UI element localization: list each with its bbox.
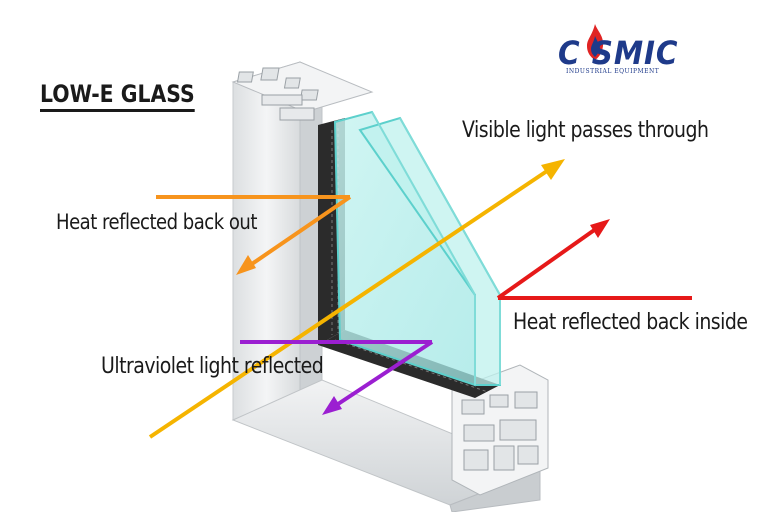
heat-out-label: Heat reflected back out: [56, 210, 257, 234]
uv-label: Ultraviolet light reflected: [101, 354, 324, 379]
flame-icon: [587, 24, 604, 60]
visible-light-arrow: [148, 159, 565, 439]
heat-out-arrow: [156, 195, 352, 275]
brand-logo: C SMIC INDUSTRIAL EQUIPMENT: [556, 22, 696, 78]
heat-in-arrow: [496, 219, 692, 300]
brand-name: C SMIC: [558, 34, 679, 72]
heat-in-label: Heat reflected back inside: [513, 310, 748, 335]
window-frame: [231, 61, 549, 512]
visible-light-label: Visible light passes through: [462, 118, 709, 143]
glass-panes: [333, 110, 501, 387]
brand-tagline: INDUSTRIAL EQUIPMENT: [566, 68, 660, 75]
uv-arrow: [240, 340, 434, 415]
diagram-title: LOW-E GLASS: [40, 80, 195, 112]
